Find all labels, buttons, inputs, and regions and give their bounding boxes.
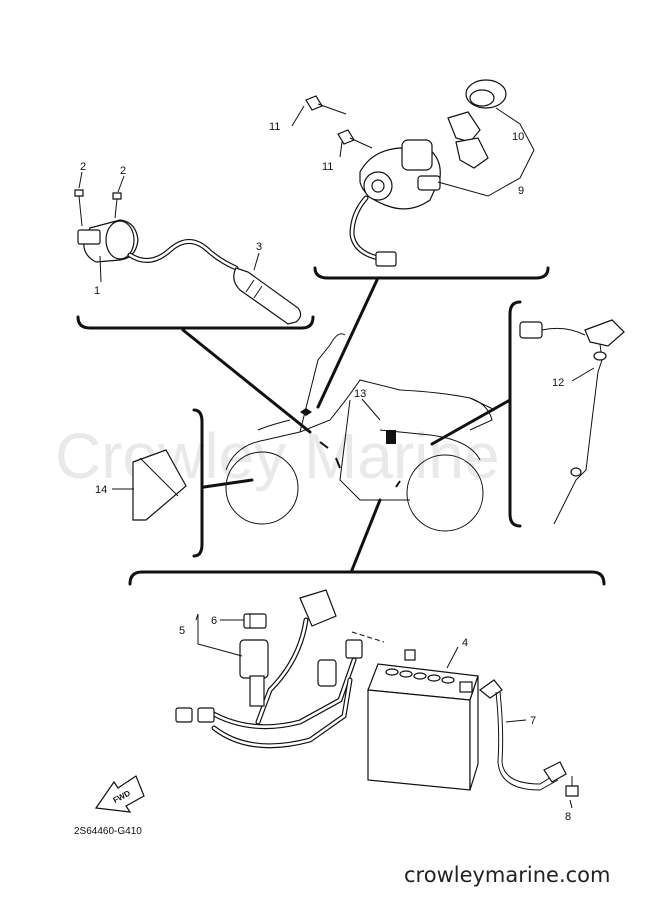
fwd-arrow-icon: FWD	[94, 775, 145, 813]
key-cap	[465, 79, 507, 109]
neutral-switch-lead	[519, 319, 625, 525]
battery-location-marker	[386, 430, 396, 444]
callout-14: 14	[95, 484, 107, 496]
fuse	[243, 613, 267, 629]
bolt-2b	[112, 192, 122, 219]
screw-11a	[305, 95, 347, 115]
footer-site: crowleymarine.com	[404, 863, 610, 887]
coil-location-marker	[300, 408, 312, 416]
battery-cable	[479, 679, 567, 791]
callout-4: 4	[462, 637, 468, 649]
callout-6: 6	[211, 615, 217, 627]
ignition-coil	[77, 219, 239, 271]
warning-label	[132, 449, 187, 521]
callout-1: 1	[94, 285, 100, 297]
bolt-2a	[74, 189, 84, 227]
callout-11b: 11	[322, 161, 333, 173]
callout-11a: 11	[269, 121, 280, 133]
battery	[367, 649, 479, 791]
callout-2a: 2	[80, 161, 86, 173]
watermark: Crowley Marine	[55, 420, 500, 492]
callout-7: 7	[530, 715, 536, 727]
motorcycle-outline	[225, 333, 496, 532]
ignition-key	[447, 111, 489, 169]
screw-11b	[337, 129, 373, 149]
bolt-8	[565, 776, 579, 797]
main-switch	[349, 139, 441, 267]
callout-13: 13	[354, 388, 366, 400]
callout-9: 9	[518, 185, 524, 197]
callout-5: 5	[179, 625, 185, 637]
spark-plug-cap	[233, 267, 302, 325]
callout-2b: 2	[120, 165, 126, 177]
callout-12: 12	[552, 377, 564, 389]
callout-3: 3	[256, 241, 262, 253]
callout-8: 8	[565, 811, 571, 823]
diagram-code: 2S64460-G410	[74, 826, 142, 837]
sub-wire-harness	[175, 589, 385, 749]
callout-10: 10	[512, 131, 524, 143]
